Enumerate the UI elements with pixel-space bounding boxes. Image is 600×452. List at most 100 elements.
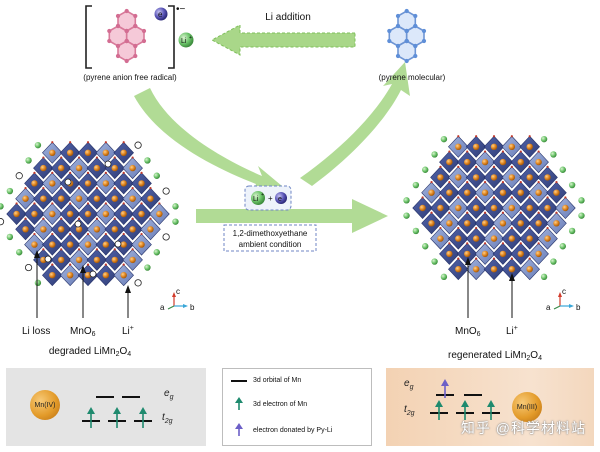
pyrene-anion-atom — [133, 53, 138, 59]
pyrene-molecule-atom — [395, 23, 401, 29]
degraded-o-atom — [131, 217, 134, 220]
electrons-mn-iv — [87, 407, 147, 428]
degraded-o-atom — [86, 141, 90, 144]
regenerated-mn-atom — [446, 158, 453, 166]
degraded-li-atom — [34, 141, 42, 149]
degraded-mn-atom — [75, 195, 83, 202]
regenerated-mn-atom — [472, 143, 480, 150]
regenerated-li-atom — [578, 212, 585, 219]
orbital-line-icon — [231, 379, 247, 382]
label-li-loss: Li loss — [22, 326, 50, 337]
svg-text:+: + — [189, 35, 192, 41]
pyrene-molecule-atom — [404, 38, 409, 44]
degraded-o-atom — [51, 171, 54, 174]
degraded-li-vacancy — [64, 178, 72, 186]
regenerated-o-atom — [439, 226, 442, 230]
regenerated-mn-atom — [508, 143, 516, 150]
regenerated-o-atom — [457, 196, 460, 199]
regenerated-li-atom — [403, 212, 410, 219]
label-mno6-right: MnO6 — [455, 326, 481, 338]
degraded-li-vacancy — [74, 220, 82, 228]
degraded-o-atom — [140, 202, 143, 205]
anion-caption: (pyrene anion free radical) — [83, 73, 177, 82]
regenerated-mn-atom — [437, 235, 444, 242]
regenerated-o-atom — [466, 181, 469, 184]
degraded-mn-atom — [40, 226, 47, 233]
regenerated-mn-atom — [517, 189, 524, 196]
legend-panel: 3d orbital of Mn 3d electron of Mn elect… — [222, 368, 372, 446]
regenerated-li-atom — [431, 151, 438, 158]
degraded-mn-atom — [129, 256, 136, 264]
degraded-li-atom — [0, 203, 4, 210]
pyrene-anion-structure: •− — [85, 4, 186, 69]
degraded-o-atom — [122, 202, 125, 205]
degraded-mn-atom — [156, 210, 163, 218]
degraded-o-atom — [113, 187, 116, 190]
regenerated-mn-atom — [553, 189, 560, 196]
regenerated-li-atom — [550, 258, 557, 265]
pyrene-anion-atom — [124, 8, 129, 14]
regenerated-o-atom — [430, 181, 433, 184]
degraded-li-atom — [16, 249, 23, 256]
title-regenerated: regenerated LiMn2O4 — [448, 350, 542, 362]
arrow-crystal-to-molecule — [300, 62, 410, 186]
degraded-mn-atom — [93, 164, 101, 172]
regenerated-o-atom — [483, 211, 487, 214]
pyrene-anion-atom — [115, 53, 121, 59]
eg-label-right: eg — [404, 378, 414, 391]
regenerated-mn-atom — [472, 235, 480, 242]
regenerated-li-atom — [540, 135, 548, 143]
li-electron-box: Li + + e — [244, 185, 292, 211]
degraded-o-atom — [33, 202, 36, 205]
degraded-o-atom — [95, 217, 99, 220]
regenerated-o-atom — [457, 257, 460, 260]
li-addition-label: Li addition — [265, 12, 311, 23]
degraded-li-atom — [25, 157, 32, 164]
degraded-mn-atom — [66, 149, 74, 156]
degraded-mn-atom — [58, 164, 65, 172]
regenerated-o-atom — [510, 165, 513, 168]
regenerated-o-atom — [546, 196, 549, 199]
regenerated-mn-atom — [517, 158, 524, 166]
degraded-crystal-structure — [0, 141, 179, 287]
regenerated-mn-atom — [499, 220, 507, 227]
axes-right: c a b — [546, 287, 581, 312]
degraded-mn-atom — [84, 241, 92, 248]
regenerated-o-atom — [492, 165, 496, 168]
degraded-o-atom — [113, 156, 116, 159]
degraded-o-atom — [149, 217, 152, 220]
regenerated-o-atom — [492, 196, 496, 199]
pyrene-molecule-atom — [395, 13, 401, 19]
svg-text:Li: Li — [181, 38, 187, 45]
degraded-mn-atom — [49, 149, 56, 156]
pyrene-anion-atom — [141, 28, 147, 34]
reaction-condition-box: 1,2-dimethoxyethane ambient condition — [223, 224, 317, 252]
pyrene-anion-atom — [115, 43, 121, 49]
regenerated-o-atom — [457, 165, 460, 168]
pyrene-molecule-atom — [404, 8, 409, 14]
regenerated-o-atom — [448, 181, 451, 184]
degraded-li-atom — [6, 233, 14, 241]
degraded-li-vacancy — [24, 263, 33, 272]
pyrene-anion-atom — [107, 28, 112, 34]
purple-arrow-icon — [235, 423, 243, 436]
svg-text:a: a — [546, 303, 551, 312]
degraded-li-vacancy — [44, 255, 52, 263]
svg-text:+: + — [261, 192, 264, 198]
svg-text:c: c — [176, 287, 180, 296]
degraded-mn-atom — [22, 226, 29, 233]
degraded-mn-atom — [129, 195, 136, 202]
regenerated-o-atom — [519, 242, 522, 245]
pyrene-molecule-atom — [413, 43, 418, 49]
pyrene-molecule-structure — [387, 8, 427, 64]
degraded-mn-atom — [147, 195, 154, 202]
degraded-o-atom — [86, 232, 90, 236]
degraded-mn-atom — [66, 210, 74, 218]
pyrene-molecule-atom — [404, 58, 409, 64]
regenerated-mn-atom — [490, 174, 498, 181]
eg-level-r2 — [464, 394, 482, 396]
regenerated-mn-atom — [526, 266, 533, 273]
regenerated-mn-atom — [544, 235, 551, 242]
regenerated-mn-atom — [517, 220, 524, 227]
regenerated-mn-atom — [464, 250, 471, 258]
